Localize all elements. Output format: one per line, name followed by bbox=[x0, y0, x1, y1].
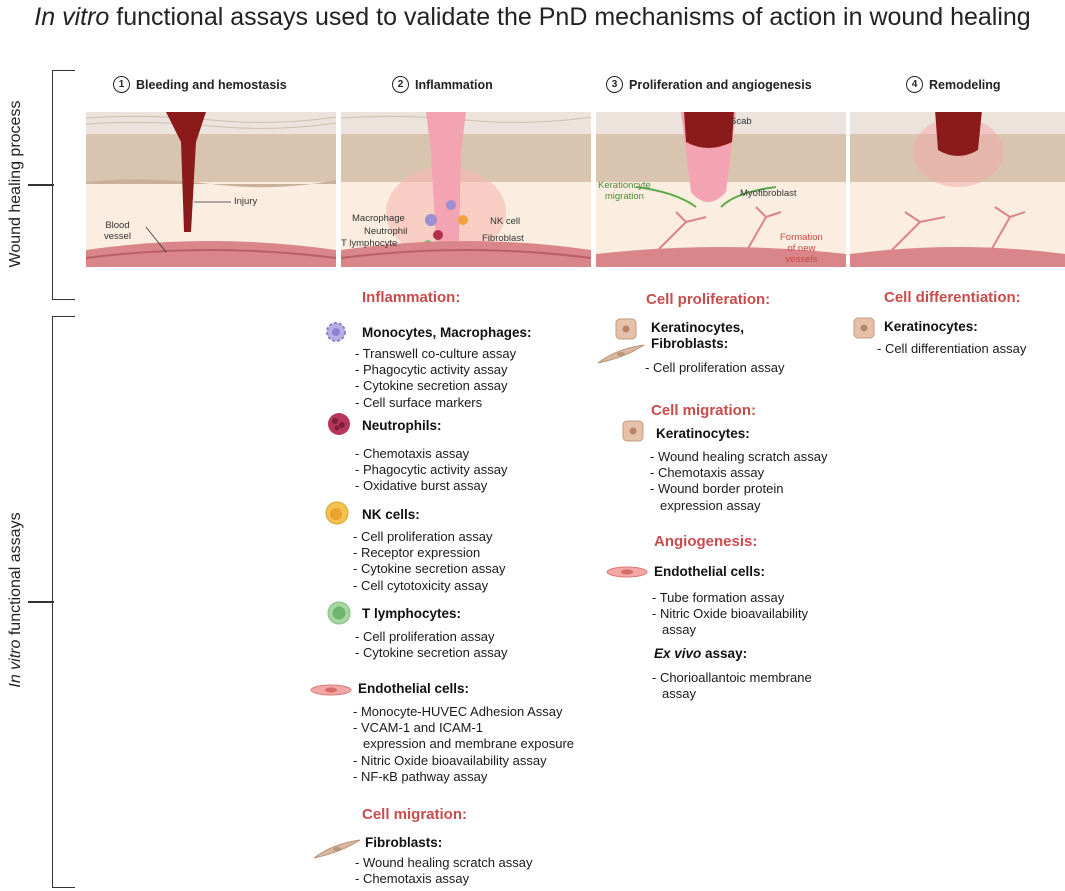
page-title: In vitro functional assays used to valid… bbox=[34, 3, 1031, 31]
macrophage-icon bbox=[323, 319, 349, 350]
t-lymphocytes-assay-list: - Cell proliferation assay- Cytokine sec… bbox=[355, 629, 508, 661]
bleeding-hemostasis-illustration bbox=[86, 112, 336, 267]
endothelial-cells-heading-angiogenesis: Endothelial cells: bbox=[654, 564, 766, 579]
keratinocyte-icon-differentiation bbox=[853, 317, 875, 344]
fibroblasts-assay-list: - Wound healing scratch assay- Chemotaxi… bbox=[355, 855, 533, 887]
t-lymphocyte-label: T lymphocyte bbox=[341, 238, 398, 249]
injury-label: Injury bbox=[234, 196, 258, 207]
keratinocytes-fibroblasts-heading: Keratinocytes,Fibroblasts: bbox=[651, 320, 745, 351]
stage-2-number: 2 bbox=[392, 76, 409, 93]
wound-process-label: Wound healing process bbox=[7, 100, 24, 268]
cell-proliferation-section-title: Cell proliferation: bbox=[646, 291, 771, 308]
differentiation-assay-list: - Cell differentiation assay bbox=[877, 341, 1027, 356]
t-lymphocyte-icon bbox=[326, 600, 352, 631]
stage-4-number: 4 bbox=[906, 76, 923, 93]
proliferation-assay-list: - Cell proliferation assay bbox=[645, 360, 785, 375]
neutrophil-icon bbox=[326, 411, 352, 442]
nk-cell-label: NK cell bbox=[490, 216, 521, 227]
proliferation-angiogenesis-illustration bbox=[596, 112, 846, 267]
inflammation-section-title: Inflammation: bbox=[362, 289, 461, 306]
fibroblast-label: Fibroblast bbox=[482, 233, 524, 244]
endothelial-cell-icon bbox=[310, 683, 352, 702]
keratinocyte-migration-assay-list: - Wound healing scratch assay- Chemotaxi… bbox=[650, 449, 828, 513]
monocytes-macrophages-heading: Monocytes, Macrophages: bbox=[362, 325, 532, 340]
ex-vivo-heading: Ex vivo assay: bbox=[654, 646, 748, 661]
neutrophil-label: Neutrophil bbox=[364, 226, 408, 237]
cell-migration-section-title-col3: Cell migration: bbox=[651, 402, 757, 419]
endothelial-assay-list-inflammation: - Monocyte-HUVEC Adhesion Assay- VCAM-1 … bbox=[353, 704, 575, 784]
keratinocyte-icon-migration bbox=[622, 420, 644, 447]
neutrophils-heading: Neutrophils: bbox=[362, 418, 442, 433]
keratinocytes-heading-differentiation: Keratinocytes: bbox=[884, 319, 978, 334]
in-vitro-label: In vitro functional assays bbox=[7, 512, 24, 688]
neutrophils-assay-list: - Chemotaxis assay- Phagocytic activity … bbox=[355, 446, 508, 494]
nk-cells-heading: NK cells: bbox=[362, 507, 420, 522]
in-vitro-bracket bbox=[52, 316, 75, 888]
macrophage-label: Macrophage bbox=[352, 213, 405, 224]
cell-migration-section-title-col2: Cell migration: bbox=[362, 806, 468, 823]
fibroblast-icon bbox=[312, 838, 362, 865]
stage-1-number: 1 bbox=[113, 76, 130, 93]
in-vitro-tick bbox=[28, 601, 54, 603]
endothelial-cell-icon-angiogenesis bbox=[606, 565, 648, 584]
fibroblast-icon-proliferation bbox=[596, 343, 646, 370]
wound-process-tick bbox=[28, 184, 54, 186]
keratinocyte-icon-proliferation bbox=[615, 318, 637, 345]
angiogenesis-assay-list: - Tube formation assay- Nitric Oxide bio… bbox=[652, 590, 809, 638]
t-lymphocytes-heading: T lymphocytes: bbox=[362, 606, 462, 621]
inflammation-illustration bbox=[341, 112, 591, 267]
remodeling-illustration bbox=[850, 112, 1065, 267]
cell-differentiation-section-title: Cell differentiation: bbox=[884, 289, 1021, 306]
scab-label: Scab bbox=[730, 116, 752, 127]
keratinocytes-heading-migration: Keratinocytes: bbox=[656, 426, 750, 441]
monocytes-assay-list: - Transwell co-culture assay- Phagocytic… bbox=[355, 346, 517, 410]
nk-cell-icon bbox=[324, 500, 350, 531]
nk-cells-assay-list: - Cell proliferation assay- Receptor exp… bbox=[353, 529, 506, 593]
fibroblasts-heading: Fibroblasts: bbox=[365, 835, 443, 850]
wound-process-bracket bbox=[52, 70, 75, 300]
endothelial-cells-heading-inflammation: Endothelial cells: bbox=[358, 681, 470, 696]
myofibroblast-label: Myofibroblast bbox=[740, 188, 797, 199]
stage-3-number: 3 bbox=[606, 76, 623, 93]
angiogenesis-section-title: Angiogenesis: bbox=[654, 533, 758, 550]
